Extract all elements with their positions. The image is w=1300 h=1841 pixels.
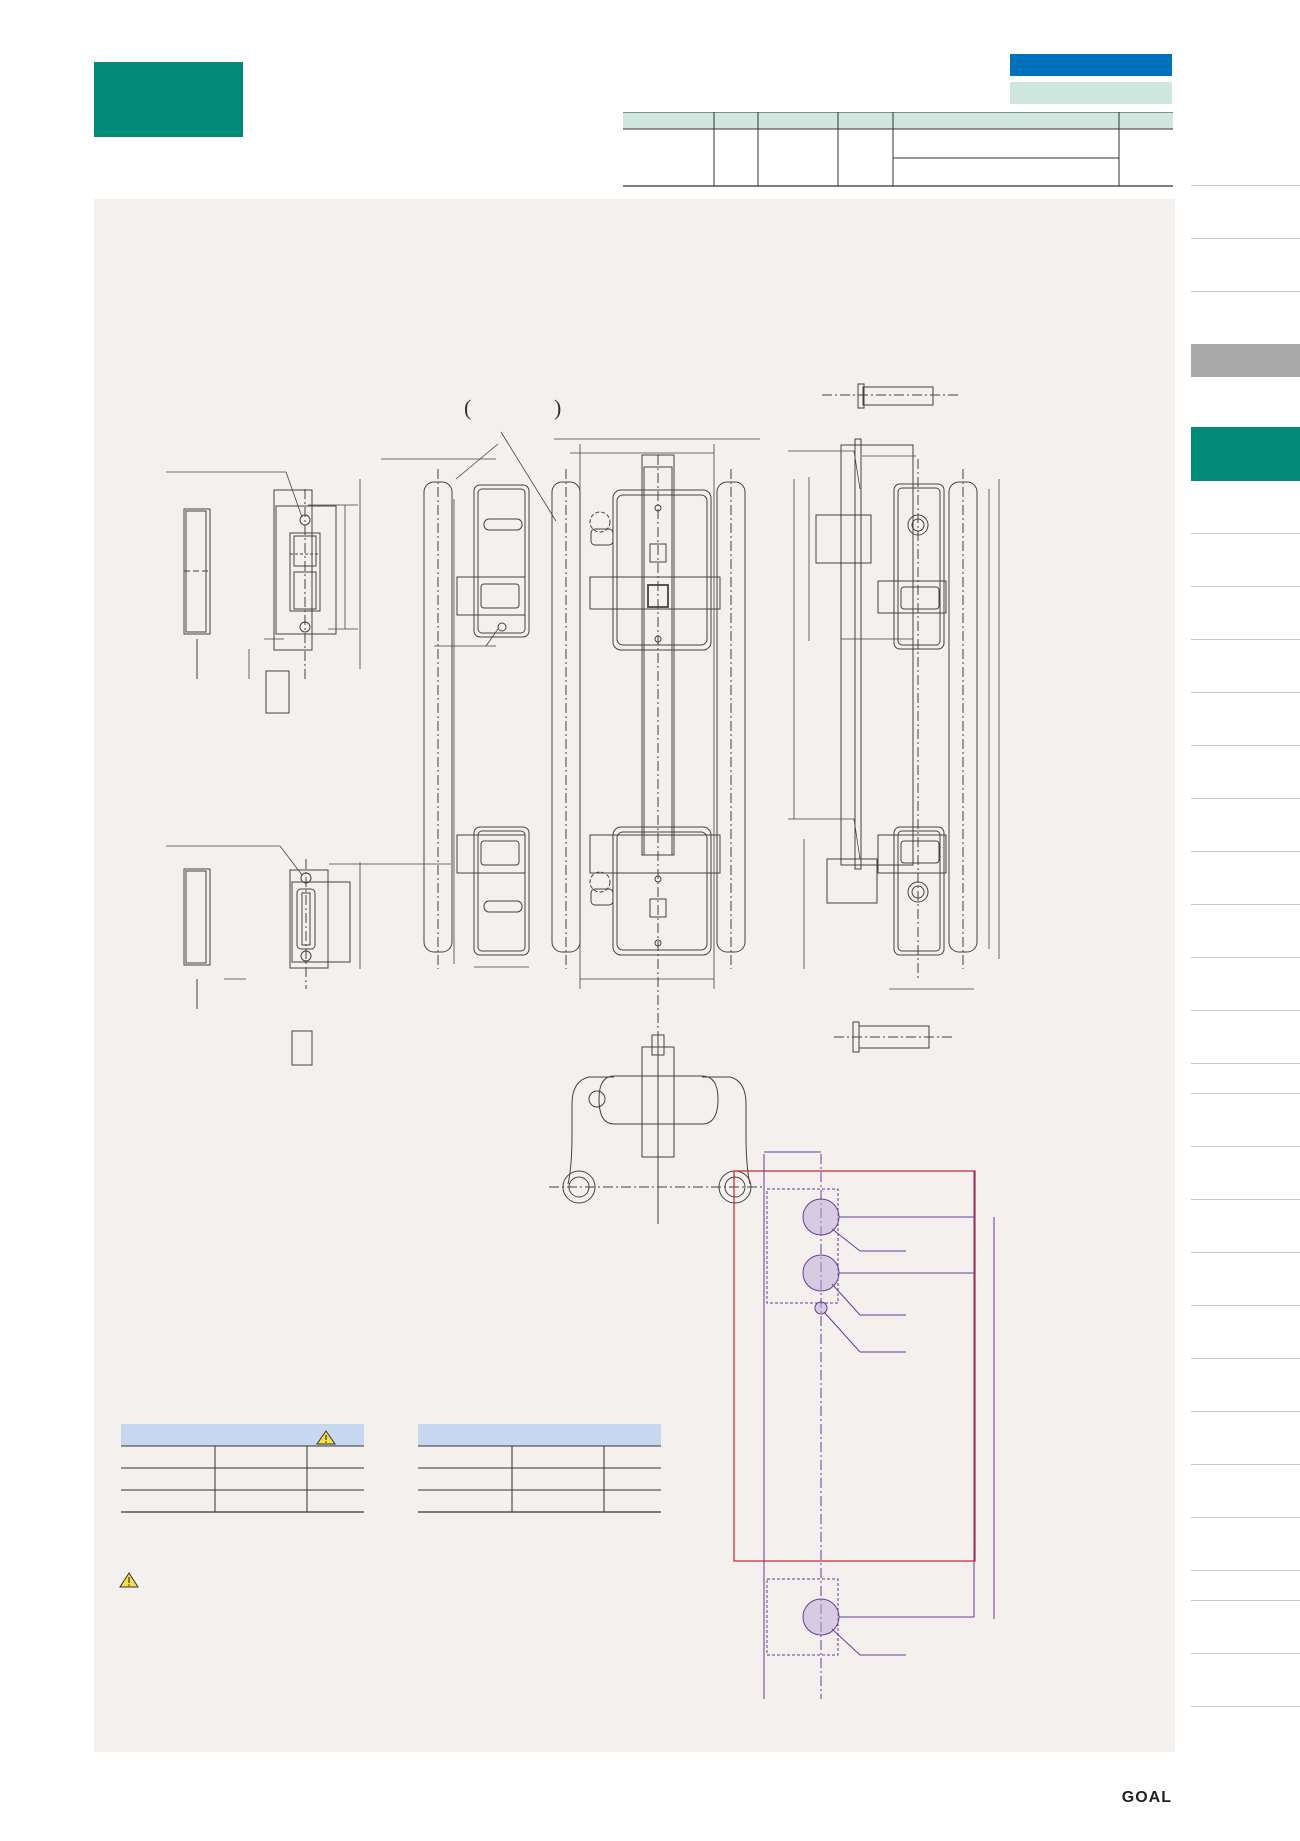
callout-paren-open: (	[464, 395, 471, 420]
warning-triangle-icon	[119, 1572, 139, 1588]
handle-side-section-view	[788, 438, 1000, 990]
side-index-divider	[1191, 586, 1300, 587]
category-tag-primary	[1010, 54, 1172, 76]
side-index-divider	[1191, 639, 1300, 640]
technical-drawing: ( )	[119, 383, 1000, 1699]
side-index-divider	[1191, 1199, 1300, 1200]
side-index-divider	[1191, 1706, 1300, 1707]
side-index-divider	[1191, 291, 1300, 292]
side-index-divider	[1191, 1063, 1300, 1064]
side-index-divider	[1191, 1093, 1300, 1094]
callout-paren-close: )	[554, 395, 561, 420]
side-index-divider	[1191, 692, 1300, 693]
side-index-divider	[1191, 1358, 1300, 1359]
handle-assembly-front-view	[329, 431, 760, 1219]
side-index-tab-active[interactable]	[1191, 427, 1300, 481]
spec-table	[623, 112, 1173, 187]
side-index-divider	[1191, 1146, 1300, 1147]
side-index-divider	[1191, 957, 1300, 958]
side-index-divider	[1191, 1653, 1300, 1654]
side-index-divider	[1191, 238, 1300, 239]
side-index-divider	[1191, 851, 1300, 852]
side-index-divider	[1191, 1411, 1300, 1412]
side-index-divider	[1191, 1305, 1300, 1306]
strike-plate-upper-drawing	[166, 471, 361, 714]
side-index-divider	[1191, 904, 1300, 905]
side-index-divider	[1191, 798, 1300, 799]
spec-table-right	[418, 1424, 661, 1513]
side-index-divider	[1191, 1517, 1300, 1518]
spec-table-left	[121, 1424, 364, 1513]
strike-plate-lower-drawing	[166, 845, 361, 1066]
side-index-divider	[1191, 533, 1300, 534]
side-index-tab-muted[interactable]	[1191, 344, 1300, 377]
side-index-divider	[1191, 1570, 1300, 1571]
side-index-divider	[1191, 745, 1300, 746]
warning-triangle-icon	[316, 1430, 336, 1445]
category-tag-secondary	[1010, 82, 1172, 104]
side-index-divider	[1191, 1464, 1300, 1465]
side-index-divider	[1191, 1600, 1300, 1601]
section-title-block	[94, 62, 243, 137]
brand-logo: GOAL	[1121, 1789, 1172, 1806]
latch-bolt-drawing	[822, 383, 960, 1053]
side-index-tabs	[1191, 180, 1300, 1740]
drawing-panel	[94, 199, 1175, 1752]
handle-plan-view	[549, 1034, 764, 1224]
side-index-divider	[1191, 1010, 1300, 1011]
side-index-divider	[1191, 185, 1300, 186]
door-prep-template	[733, 1151, 995, 1699]
side-index-divider	[1191, 1252, 1300, 1253]
